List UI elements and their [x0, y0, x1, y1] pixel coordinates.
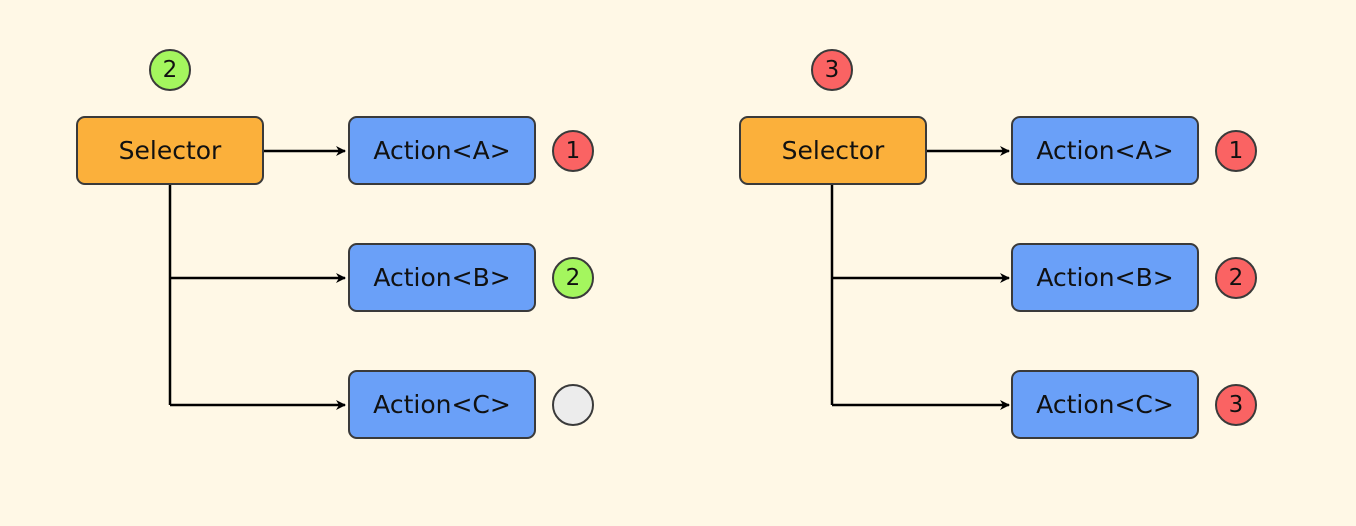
- left-selector-node: Selector: [76, 116, 264, 185]
- right-selector-node: Selector: [739, 116, 927, 185]
- left-action-c-node: Action<C>: [348, 370, 536, 439]
- right-action-b-node: Action<B>: [1011, 243, 1199, 312]
- right-selector-result-badge: 3: [811, 49, 853, 91]
- left-action-a-badge: 1: [552, 130, 594, 172]
- right-action-c-node: Action<C>: [1011, 370, 1199, 439]
- right-action-b-badge: 2: [1215, 257, 1257, 299]
- left-action-b-node: Action<B>: [348, 243, 536, 312]
- right-action-c-badge: 3: [1215, 384, 1257, 426]
- right-action-a-node: Action<A>: [1011, 116, 1199, 185]
- left-selector-result-badge: 2: [149, 49, 191, 91]
- left-action-c-badge: [552, 384, 594, 426]
- right-action-a-badge: 1: [1215, 130, 1257, 172]
- left-action-b-badge: 2: [552, 257, 594, 299]
- left-action-a-node: Action<A>: [348, 116, 536, 185]
